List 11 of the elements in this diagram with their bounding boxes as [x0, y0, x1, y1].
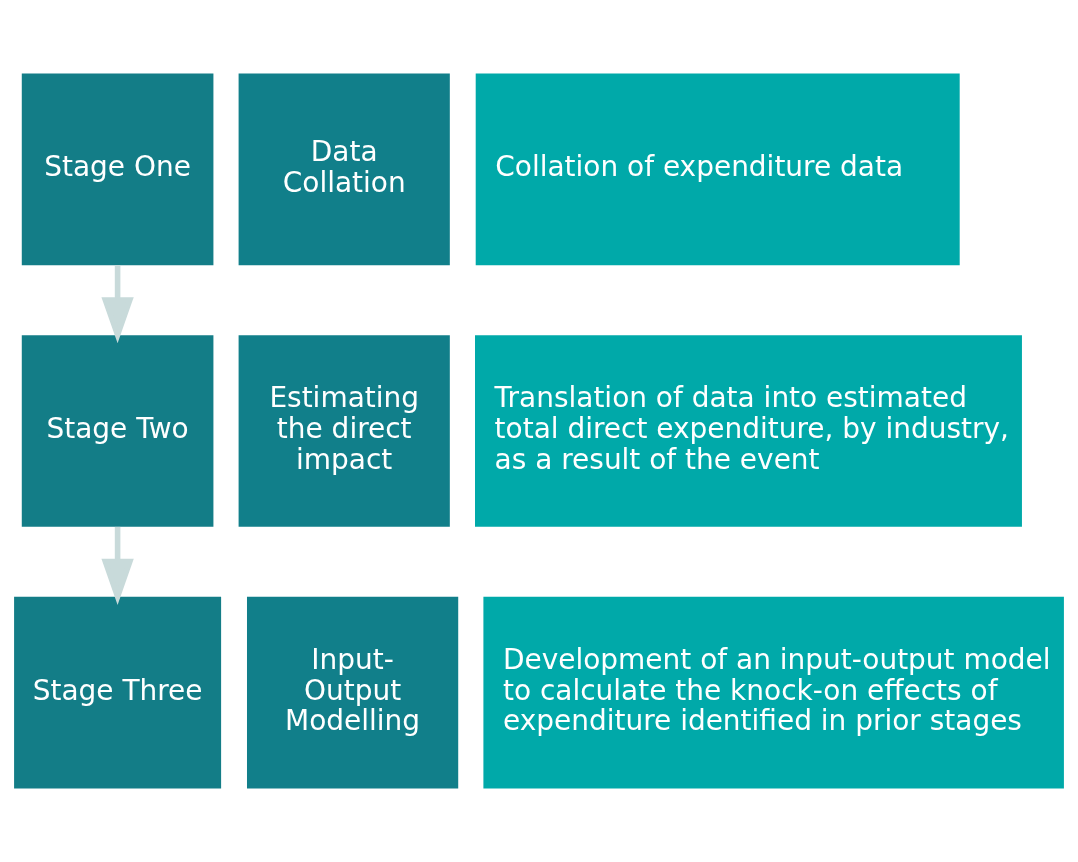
node-box: Stage One: [21, 73, 214, 266]
node-box: Estimating the direct impact: [238, 335, 450, 527]
node-box: Stage Two: [21, 335, 214, 527]
arrow: [101, 265, 134, 344]
node-box: Translation of data into estimated total direct expenditure, by industry, as a result of the event: [475, 335, 1022, 527]
node-box: Stage Three: [14, 596, 222, 789]
node-box: Development of an input-output model to calculate the knock-on effects of expenditure identified in prior stages: [483, 596, 1064, 789]
node-box: Data Collation: [238, 73, 450, 266]
node-box: Input- Output Modelling: [247, 596, 459, 789]
arrow: [101, 526, 134, 605]
node-box: Collation of expenditure data: [475, 73, 960, 266]
